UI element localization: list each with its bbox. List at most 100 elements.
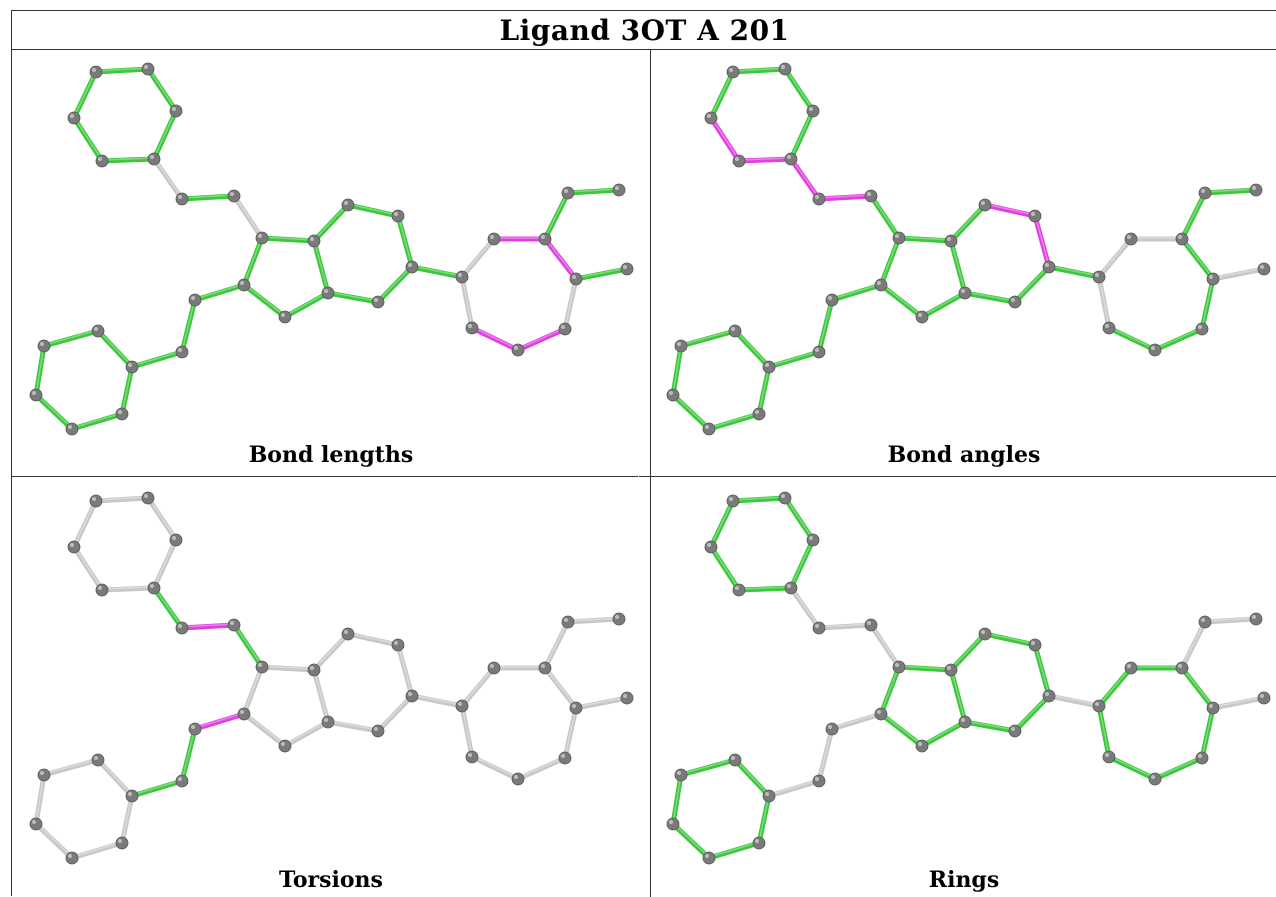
bond-highlight [1014, 694, 1050, 731]
bond-highlight [734, 329, 770, 367]
caption-rings: Rings [928, 867, 1000, 893]
atom-shine [374, 727, 378, 731]
bond [231, 622, 265, 670]
bond [33, 343, 47, 398]
atom-shine [867, 621, 871, 625]
atom [1102, 750, 1116, 764]
atom [892, 660, 906, 674]
atom [67, 540, 81, 554]
atom-shine [70, 543, 74, 547]
bond [542, 236, 579, 282]
bond [459, 665, 497, 709]
bond [670, 343, 684, 398]
atom-shine [468, 324, 472, 328]
bond-highlight [708, 412, 760, 429]
bond [179, 622, 237, 631]
bond [192, 711, 247, 732]
atom [278, 739, 292, 753]
atom [812, 192, 826, 206]
atom [538, 661, 552, 675]
bond [1032, 642, 1052, 699]
bond-highlight [921, 291, 966, 317]
atom [1092, 699, 1106, 713]
atom [1175, 232, 1189, 246]
bond [788, 108, 816, 162]
bond-highlight [567, 617, 620, 622]
atom-shine [809, 107, 813, 111]
bond-highlight [95, 67, 149, 72]
bond-highlight [471, 326, 519, 350]
bond-highlight [790, 586, 820, 628]
atom-shine [344, 201, 348, 205]
atom-shine [1209, 704, 1213, 708]
bond-highlight [73, 70, 97, 118]
atom-shine [895, 663, 899, 667]
bond-highlight [347, 632, 399, 645]
bond [1179, 619, 1208, 671]
bond-highlight [194, 712, 245, 729]
atom [620, 262, 634, 276]
bond-highlight [1014, 265, 1050, 302]
atom [37, 768, 51, 782]
atom-shine [564, 618, 568, 622]
bond [311, 202, 351, 244]
atom-shine [1045, 692, 1049, 696]
bond-highlight [243, 283, 286, 317]
bond [736, 585, 794, 593]
atom-shine [1127, 235, 1131, 239]
bond-highlight [1181, 237, 1214, 279]
atom-shine [1095, 273, 1099, 277]
bond [1046, 264, 1102, 280]
bond-highlight [517, 327, 566, 350]
bond [678, 757, 738, 778]
atom [91, 324, 105, 338]
atom [29, 817, 43, 831]
bond-highlight [411, 265, 463, 277]
bond [766, 349, 822, 370]
atom-shine [961, 289, 965, 293]
atom [511, 772, 525, 786]
bond-highlight [377, 694, 413, 731]
bond-highlight [261, 236, 315, 241]
atom-shine [40, 771, 44, 775]
bond [1152, 326, 1205, 353]
atom [864, 189, 878, 203]
bond-highlight [1108, 326, 1156, 350]
figure-frame: Ligand 3OT A 201 Bond lengths Bond angle… [11, 10, 1276, 897]
atom [125, 789, 139, 803]
bond [706, 840, 762, 861]
atom [115, 407, 129, 421]
atom [728, 324, 742, 338]
bond [345, 202, 401, 219]
atom [321, 286, 335, 300]
bond-highlight [1201, 277, 1214, 329]
atom [674, 339, 688, 353]
caption-bond-lengths: Bond lengths [248, 442, 414, 468]
atom-shine [947, 237, 951, 241]
atom [978, 627, 992, 641]
bond-highlight [1181, 666, 1214, 708]
caption-torsions: Torsions [279, 867, 383, 893]
atom [255, 231, 269, 245]
bond-highlight [870, 194, 900, 238]
atom [825, 293, 839, 307]
atom [569, 701, 583, 715]
atom-shine [961, 718, 965, 722]
atom [188, 722, 202, 736]
bond-highlight [831, 712, 882, 729]
bond [816, 297, 835, 355]
atom-shine [981, 630, 985, 634]
atom-shine [32, 820, 36, 824]
bond-highlight [181, 623, 235, 628]
atom-shine [615, 615, 619, 619]
bond-highlight [710, 499, 734, 547]
bond [948, 238, 968, 296]
bond [788, 585, 822, 631]
atom [958, 715, 972, 729]
bond [469, 754, 521, 782]
atom [612, 612, 626, 626]
bond-highlight [284, 720, 329, 746]
bond [782, 495, 816, 543]
atom-shine [514, 346, 518, 350]
bond [192, 282, 247, 303]
